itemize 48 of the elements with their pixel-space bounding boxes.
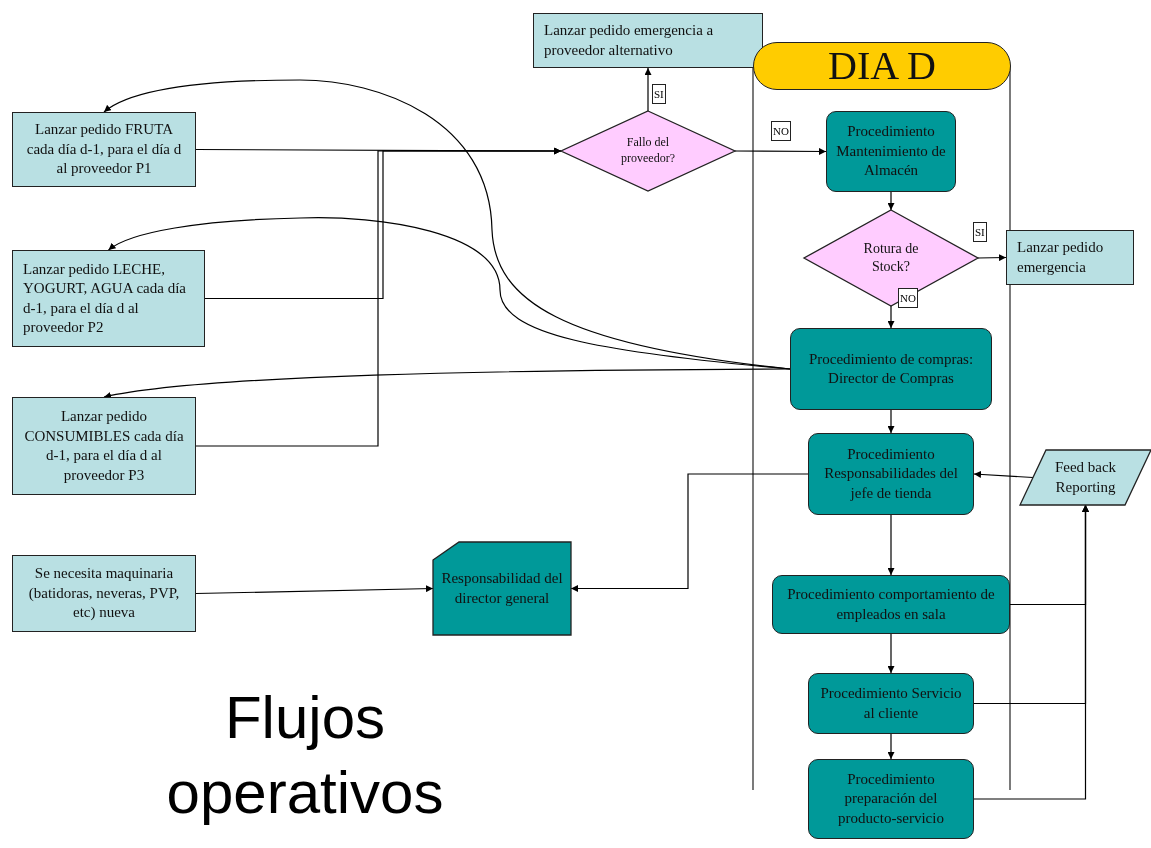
node-text: Responsabilidad del director general xyxy=(441,569,563,608)
arrow xyxy=(887,409,895,434)
node-text: Feed back Reporting xyxy=(1053,458,1118,497)
arrow xyxy=(195,585,434,595)
arrow xyxy=(195,147,562,447)
lane-title: DIA D xyxy=(828,42,936,90)
process-box xyxy=(1006,230,1134,285)
node-text: Procedimiento preparación del producto-servicio xyxy=(837,769,945,828)
node-text: Procedimiento comportamiento de empleados en sala xyxy=(786,585,996,624)
node-text: Fallo del proveedor? xyxy=(620,135,676,167)
process-box xyxy=(12,112,196,187)
arrow xyxy=(644,67,652,112)
node-text: Procedimiento Responsabilidades del jefe de tienda xyxy=(823,444,959,503)
procedure-box xyxy=(772,575,1010,634)
node-text: Lanzar pedido FRUTA cada día d-1, para el día d al proveedor P1 xyxy=(25,120,183,179)
edge-label: NO xyxy=(771,121,791,142)
process-box xyxy=(12,397,196,495)
node-text: Se necesita maquinaria (batidoras, neveras, PVP, etc) nueva xyxy=(27,564,181,623)
procedure-box xyxy=(790,328,992,410)
arrow xyxy=(973,504,1089,800)
node-text: Rotura de Stock? xyxy=(862,239,920,276)
procedure-box xyxy=(808,433,974,515)
procedure-box xyxy=(808,673,974,734)
node-text: Procedimiento de compras: Director de Compras xyxy=(807,349,975,388)
edge-label: SI xyxy=(652,84,666,105)
process-box xyxy=(12,250,205,347)
arrow xyxy=(887,733,895,760)
arrow xyxy=(734,147,827,155)
arrow xyxy=(973,470,1034,479)
node-text: Lanzar pedido CONSUMIBLES cada día d-1, para el día d al proveedor P3 xyxy=(23,407,185,485)
process-box xyxy=(533,13,763,68)
procedure-box xyxy=(808,759,974,839)
edge-label: NO xyxy=(898,288,918,309)
arrow xyxy=(887,305,895,329)
node-text: Lanzar pedido LECHE, YOGURT, AGUA cada día d-1, para el día d al proveedor P2 xyxy=(23,259,187,337)
diagram-title: Flujos operativos xyxy=(165,683,445,828)
arrow xyxy=(977,254,1007,262)
arrow xyxy=(887,633,895,674)
edge-label: SI xyxy=(973,222,987,243)
node-text: Lanzar pedido emergencia xyxy=(1017,238,1105,277)
procedure-box xyxy=(826,111,956,192)
arrow xyxy=(887,514,895,576)
node-text: Procedimiento Mantenimiento de Almacén xyxy=(835,122,947,181)
node-text: Lanzar pedido emergencia a proveedor alternativo xyxy=(544,21,715,60)
arrow xyxy=(887,191,895,211)
lane-header xyxy=(753,42,1011,90)
process-box xyxy=(12,555,196,632)
node-text: Procedimiento Servicio al cliente xyxy=(819,684,963,723)
